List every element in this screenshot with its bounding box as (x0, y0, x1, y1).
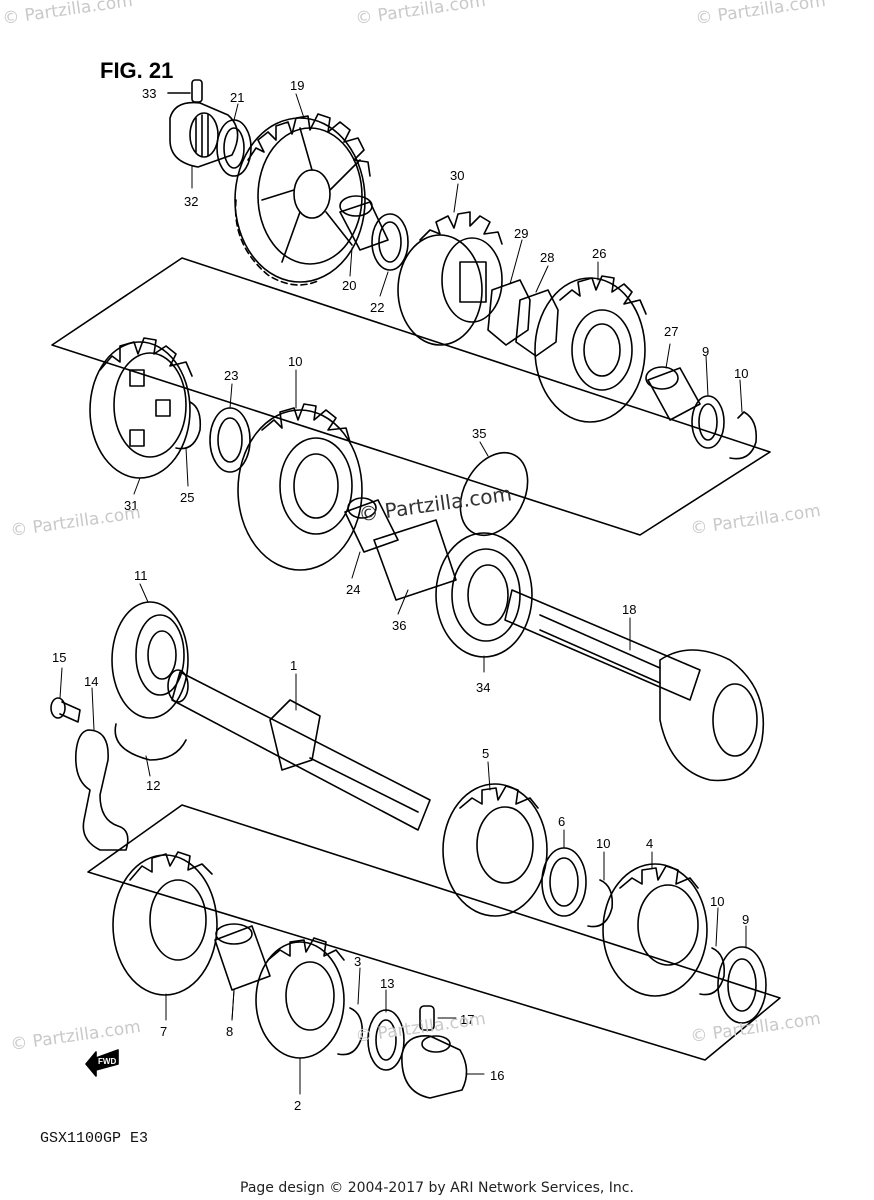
figure-title: FIG. 21 (100, 58, 174, 83)
gear-7 (112, 851, 218, 996)
callout-9: 9 (702, 344, 709, 359)
circlip-3 (337, 1007, 364, 1056)
countershaft-1 (167, 669, 431, 831)
callout-10: 10 (710, 894, 724, 909)
callout-21: 21 (230, 90, 244, 105)
bushing-27 (645, 366, 701, 421)
callout-28: 28 (540, 250, 554, 265)
gear-4 (602, 863, 708, 997)
callout-29: 29 (514, 226, 528, 241)
bearing-32 (169, 101, 239, 168)
bearing-34 (435, 532, 533, 658)
callout-15: 15 (52, 650, 66, 665)
gear-23 (237, 403, 363, 571)
callout-31: 31 (124, 498, 138, 513)
callout-9: 9 (742, 912, 749, 927)
fwd-label: FWD (98, 1057, 116, 1066)
callout-13: 13 (380, 976, 394, 991)
callout-8: 8 (226, 1024, 233, 1039)
circlip-10-c (587, 879, 614, 928)
circlip-10-a (729, 411, 758, 460)
sleeve-20 (339, 195, 389, 251)
callout-36: 36 (392, 618, 406, 633)
driveshaft-18 (504, 589, 765, 782)
callout-35: 35 (472, 426, 486, 441)
callout-10: 10 (596, 836, 610, 851)
bolt-15 (50, 697, 81, 723)
gear-26 (534, 275, 647, 423)
washer-28 (515, 289, 559, 357)
callout-7: 7 (160, 1024, 167, 1039)
sleeve-36 (373, 519, 457, 601)
callout-18: 18 (622, 602, 636, 617)
circlip-10-b (175, 401, 202, 450)
gear-30 (397, 211, 503, 346)
callout-2: 2 (294, 1098, 301, 1113)
lower-group-panel (87, 804, 781, 1061)
callout-1: 1 (290, 658, 297, 673)
callout-33: 33 (142, 86, 156, 101)
circlip-10-d (699, 947, 726, 996)
callout-6: 6 (558, 814, 565, 829)
callout-10: 10 (288, 354, 302, 369)
callout-23: 23 (224, 368, 238, 383)
bushing-24 (344, 497, 399, 553)
callout-12: 12 (146, 778, 160, 793)
circlip-12 (114, 723, 187, 761)
callout-24: 24 (346, 582, 360, 597)
bushing-16 (401, 1035, 468, 1099)
callout-30: 30 (450, 168, 464, 183)
retainer-14 (74, 729, 129, 851)
callout-10: 10 (734, 366, 748, 381)
callout-5: 5 (482, 746, 489, 761)
callout-34: 34 (476, 680, 490, 695)
washer-6 (541, 847, 587, 917)
callout-14: 14 (84, 674, 98, 689)
callout-17: 17 (460, 1012, 474, 1027)
bearing-8 (214, 923, 271, 991)
pin-17 (419, 1005, 435, 1031)
fwd-arrow-icon (85, 1049, 119, 1077)
gear-2 (255, 937, 345, 1059)
oring-35 (459, 451, 529, 537)
washer-25 (209, 407, 251, 473)
callout-4: 4 (646, 836, 653, 851)
washer-9 (691, 395, 725, 449)
washer-9-b (717, 946, 767, 1024)
model-code: GSX1100GP E3 (40, 1130, 149, 1147)
washer-21 (216, 119, 252, 177)
page-footer: Page design © 2004-2017 by ARI Network S… (240, 1180, 634, 1196)
callout-20: 20 (342, 278, 356, 293)
callout-16: 16 (490, 1068, 504, 1083)
circlip-29 (487, 279, 531, 346)
callout-27: 27 (664, 324, 678, 339)
callout-11: 11 (134, 568, 148, 583)
gear-19 (234, 113, 371, 286)
callout-3: 3 (354, 954, 361, 969)
gear-5 (442, 783, 548, 917)
callout-26: 26 (592, 246, 606, 261)
callout-32: 32 (184, 194, 198, 209)
callout-25: 25 (180, 490, 194, 505)
upper-group-panel (51, 257, 771, 536)
callout-19: 19 (290, 78, 304, 93)
washer-22 (371, 213, 409, 271)
callout-22: 22 (370, 300, 384, 315)
gear-31 (89, 337, 193, 479)
bearing-11 (111, 601, 189, 719)
